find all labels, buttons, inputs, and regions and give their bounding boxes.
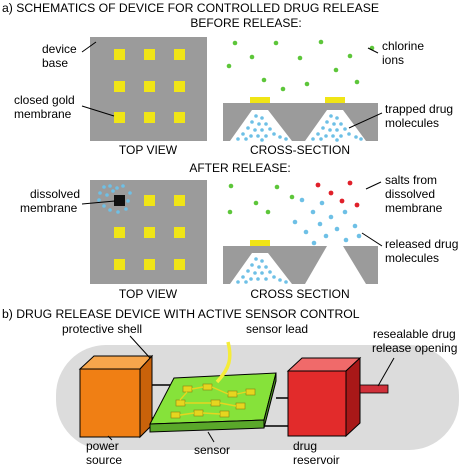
resealable-opening-label: resealable drug: [373, 327, 456, 341]
sensor-label: sensor: [194, 443, 230, 457]
gold-membrane: [114, 49, 125, 60]
sensor-lead-label: sensor lead: [246, 322, 308, 336]
chlorine-ions: [226, 39, 375, 92]
after-release-heading: AFTER RELEASE:: [189, 161, 290, 175]
dissolved-membrane-label: dissolved: [30, 187, 80, 201]
closed-gold-membrane-label: closed gold: [14, 93, 75, 107]
device-base-label: device: [42, 42, 77, 56]
reservoir-cavity: [305, 110, 366, 141]
top-view-before-caption: TOP VIEW: [119, 143, 178, 157]
trapped-drug-molecules: [236, 114, 363, 142]
gold-membrane: [114, 81, 125, 92]
sensor-circuit: [170, 383, 256, 419]
released-drug-molecules-label: molecules: [385, 251, 439, 265]
gold-membrane: [174, 49, 185, 60]
gold-membrane: [144, 195, 155, 206]
dissolved-membrane-label: membrane: [20, 201, 78, 215]
gold-membrane: [144, 112, 155, 123]
drug-reservoir-label: drug: [293, 439, 317, 453]
gold-membrane: [144, 227, 155, 238]
top-view-after-caption: TOP VIEW: [119, 287, 178, 301]
sensor-lead: [215, 341, 232, 384]
protective-shell-label: protective shell: [62, 322, 142, 336]
trapped-drug-molecules: [236, 257, 288, 284]
chlorine-ions: [227, 183, 295, 215]
released-drug-molecules-label: released drug: [385, 237, 458, 251]
dissolved-membrane-site: [114, 195, 125, 206]
gold-membrane: [144, 81, 155, 92]
gold-membrane: [144, 259, 155, 270]
part-b-title: b) DRUG RELEASE DEVICE WITH ACTIVE SENSO…: [2, 307, 360, 321]
drug-reservoir-label: reservoir: [293, 453, 340, 467]
released-drug-molecules: [292, 197, 362, 246]
reservoir-cavity: [305, 246, 366, 284]
salts-label: membrane: [385, 201, 443, 215]
cross-section-before: [223, 39, 378, 142]
gold-membrane: [325, 97, 345, 103]
cross-section-before-caption: CROSS-SECTION: [250, 143, 350, 157]
drug-reservoir-box: [286, 356, 362, 438]
gold-membrane: [144, 49, 155, 60]
salts-label: dissolved: [385, 187, 435, 201]
gold-membrane: [114, 112, 125, 123]
gold-membrane: [250, 97, 270, 103]
power-source-label: source: [86, 453, 122, 467]
reservoir-cavity: [230, 253, 292, 284]
gold-membrane: [250, 240, 270, 246]
gold-membrane: [174, 195, 185, 206]
resealable-opening-label: release opening: [372, 341, 457, 355]
gold-membrane: [174, 112, 185, 123]
gold-membrane: [174, 259, 185, 270]
trapped-drug-molecules-label: molecules: [385, 116, 439, 130]
top-view-after: [90, 180, 207, 284]
gold-membrane: [114, 259, 125, 270]
salts-from-membrane: [315, 180, 360, 208]
device-base-label: base: [42, 56, 68, 70]
before-release-heading: BEFORE RELEASE:: [190, 16, 301, 30]
sensor-traces: [179, 386, 247, 416]
trapped-drug-molecules-label: trapped drug: [385, 102, 453, 116]
released-drug-cloud: [97, 184, 132, 214]
part-a-title: a) SCHEMATICS OF DEVICE FOR CONTROLLED D…: [2, 1, 379, 15]
power-source-box: [78, 354, 154, 439]
power-source-label: power: [86, 439, 119, 453]
gold-membrane: [174, 81, 185, 92]
chlorine-ions-label: chlorine: [382, 39, 424, 53]
gold-membrane: [174, 227, 185, 238]
chlorine-ions-label: ions: [382, 53, 404, 67]
salts-label: salts from: [385, 173, 437, 187]
cross-section-after: [223, 180, 378, 284]
sensor-chip: [149, 372, 277, 433]
top-view-before: [90, 37, 207, 141]
resealable-opening: [359, 384, 389, 394]
reservoir-cavity: [230, 110, 292, 141]
closed-gold-membrane-label: membrane: [14, 107, 72, 121]
cross-section-after-caption: CROSS SECTION: [250, 287, 349, 301]
gold-membrane: [114, 227, 125, 238]
